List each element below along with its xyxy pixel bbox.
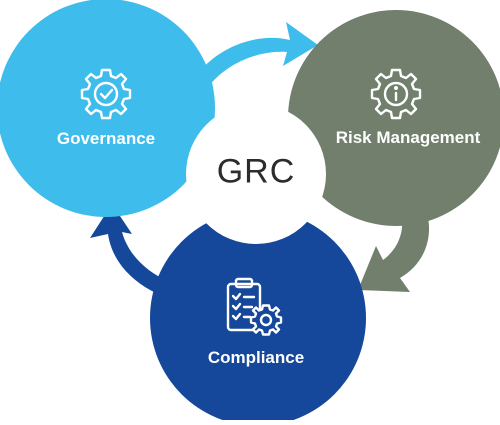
governance-label: Governance	[56, 129, 156, 148]
arrow-compliance-to-governance	[90, 204, 170, 298]
arrow-governance-to-risk	[190, 22, 318, 90]
gear-check-icon	[80, 68, 132, 120]
compliance-label: Compliance	[207, 348, 305, 367]
gear-info-icon	[370, 68, 422, 120]
center-label: GRC	[216, 152, 296, 191]
clipboard-gear-icon	[226, 277, 283, 336]
governance-node	[0, 0, 215, 217]
center-node	[186, 104, 326, 244]
risk-management-label: Risk Management	[335, 128, 481, 147]
